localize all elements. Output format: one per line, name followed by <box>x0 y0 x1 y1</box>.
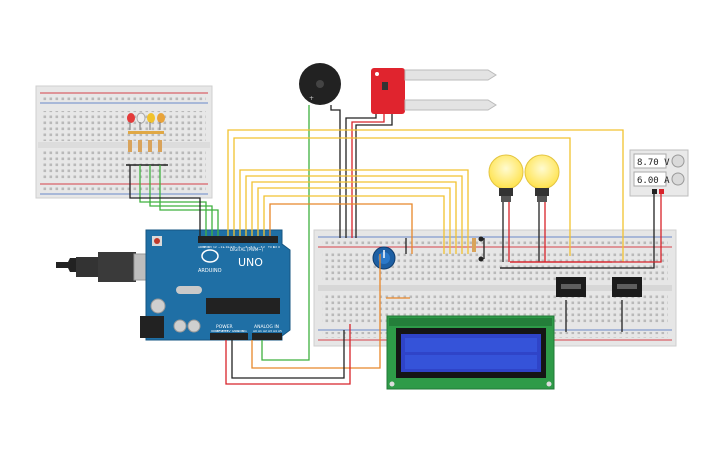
arduino-analog-pin-label: A3 <box>268 329 272 333</box>
led-resistors <box>128 131 164 152</box>
arduino-digital-label: DIGITAL (PWM~) <box>230 247 264 252</box>
arduino-power-pin-label: Vin <box>242 329 247 333</box>
arduino-power-pin-label: 3.3V <box>221 329 229 333</box>
arduino-digital-pin-label: 7 <box>238 245 240 249</box>
arduino-analog-pin-label: A5 <box>278 329 282 333</box>
relay-2 <box>612 277 642 297</box>
piezo-buzzer: + <box>299 63 341 105</box>
arduino-analog-pin-label: A2 <box>263 329 267 333</box>
arduino-brand-label: ARDUINO <box>198 268 222 274</box>
arduino-digital-pin-label: ~6 <box>243 245 248 249</box>
left-breadboard <box>35 85 213 199</box>
arduino-board <box>140 229 291 341</box>
power-supply <box>629 149 689 197</box>
bulb-1 <box>488 154 524 202</box>
soil-moisture-sensor <box>371 68 497 114</box>
arduino-digital-pin-label: ~10 <box>223 245 229 249</box>
psu-current-readout: 6.00 A <box>637 176 670 186</box>
wires <box>129 105 662 385</box>
led-white <box>136 112 146 130</box>
arduino-digital-pin-label: 8 <box>233 245 235 249</box>
arduino-analog-label: ANALOG IN <box>254 324 279 330</box>
arduino-digital-pin-label: 12 <box>213 245 217 249</box>
svg-text:+: + <box>309 95 314 102</box>
bulb-2 <box>524 154 560 202</box>
led-yellow <box>147 113 155 130</box>
psu-voltage-readout: 8.70 V <box>637 158 670 168</box>
arduino-digital-pin-label: GND <box>203 245 211 249</box>
arduino-power-pin-label: IOREF <box>211 329 220 333</box>
lcd-16x2 <box>386 315 555 390</box>
arduino-analog-pin-label: A1 <box>258 329 262 333</box>
arduino-power-pin-label: GND <box>237 329 245 333</box>
arduino-digital-pin-label: RX 0 <box>273 245 280 249</box>
arduino-digital-pin-label: ~3 <box>258 245 263 249</box>
arduino-digital-pin-label: 13 <box>208 245 212 249</box>
main-resistors <box>472 236 484 262</box>
arduino-model-label: UNO <box>238 256 263 269</box>
relay-1 <box>556 277 586 297</box>
arduino-power-pin-label: RESET <box>216 329 226 333</box>
arduino-digital-pin-label: 4 <box>253 245 255 249</box>
arduino-power-pin-label: 5V <box>227 329 232 333</box>
arduino-analog-pin-label: A0 <box>253 329 257 333</box>
arduino-power-label: POWER <box>216 324 233 330</box>
potentiometer <box>372 246 396 270</box>
arduino-digital-pin-label: 2 <box>263 245 265 249</box>
led-red <box>127 113 135 130</box>
arduino-digital-pin-label: ~11 <box>218 245 224 249</box>
arduino-digital-pin-label: ~9 <box>228 245 233 249</box>
arduino-digital-pin-label: AREF <box>198 245 206 249</box>
arduino-analog-pin-label: A4 <box>273 329 277 333</box>
led-orange <box>157 113 165 130</box>
arduino-digital-pin-label: ~5 <box>248 245 253 249</box>
arduino-digital-pin-label: TX 1 <box>267 245 275 249</box>
arduino-power-pin-label: GND <box>232 329 240 333</box>
